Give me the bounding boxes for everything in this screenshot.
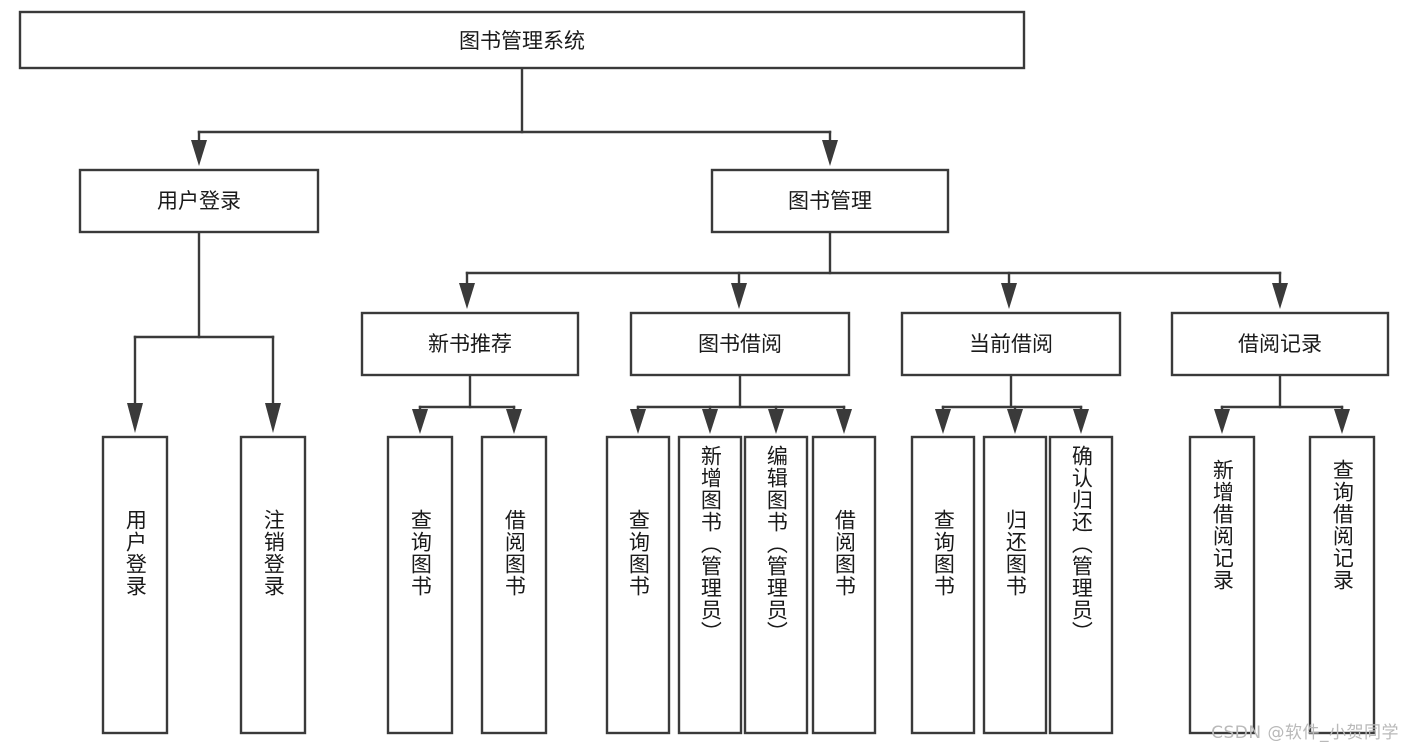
arrow-head-icon: [630, 409, 646, 434]
node-book-management-label: 图书管理: [788, 189, 872, 213]
arrow-head-icon: [731, 283, 747, 309]
leaf-box-confirm-return-admin[interactable]: [1048, 435, 1114, 735]
node-root[interactable]: 图书管理系统: [18, 10, 1026, 70]
leaf-box-query-book-borrow[interactable]: [605, 435, 671, 735]
node-book-management-box[interactable]: [710, 168, 950, 234]
node-book-borrow-box[interactable]: [629, 311, 851, 377]
edge-group-current-to-leaves: [935, 373, 1089, 434]
leaf-boxes-group: [101, 435, 1376, 735]
leaf-box-logout[interactable]: [239, 435, 307, 735]
node-new-book-recommend-box[interactable]: [360, 311, 580, 377]
node-book-management[interactable]: 图书管理: [710, 168, 950, 234]
node-user-login[interactable]: 用户登录: [78, 168, 320, 234]
leaf-box-query-borrow-record[interactable]: [1308, 435, 1376, 735]
leaf-box-user-login[interactable]: [101, 435, 169, 735]
arrow-head-icon: [1001, 283, 1017, 309]
node-new-book-recommend[interactable]: 新书推荐: [360, 311, 580, 377]
arrow-head-icon: [459, 283, 475, 309]
watermark-text: CSDN @软件_小贺同学: [1211, 723, 1399, 743]
leaf-box-query-book-newbook[interactable]: [386, 435, 454, 735]
arrow-head-icon: [412, 409, 428, 434]
node-root-box[interactable]: [18, 10, 1026, 70]
arrow-head-icon: [822, 140, 838, 166]
arrow-head-icon: [935, 409, 951, 434]
node-current-borrow-label: 当前借阅: [969, 332, 1053, 356]
node-user-login-box[interactable]: [78, 168, 320, 234]
node-new-book-recommend-label: 新书推荐: [428, 332, 512, 356]
arrow-head-icon: [1007, 409, 1023, 434]
node-borrow-record-box[interactable]: [1170, 311, 1390, 377]
arrow-head-icon: [1272, 283, 1288, 309]
edge-group-bookmgmt-to-level3: [459, 230, 1288, 309]
arrow-head-icon: [836, 409, 852, 434]
node-book-borrow[interactable]: 图书借阅: [629, 311, 851, 377]
edge-group-root-to-level2: [191, 66, 838, 166]
arrow-head-icon: [127, 403, 143, 433]
leaf-box-query-book-current[interactable]: [910, 435, 976, 735]
node-current-borrow[interactable]: 当前借阅: [900, 311, 1122, 377]
node-user-login-label: 用户登录: [157, 189, 241, 213]
edge-group-record-to-leaves: [1214, 373, 1350, 434]
node-book-borrow-label: 图书借阅: [698, 332, 782, 356]
arrow-head-icon: [506, 409, 522, 434]
arrow-head-icon: [1073, 409, 1089, 434]
leaf-box-add-book-admin[interactable]: [677, 435, 743, 735]
leaf-box-edit-book-admin[interactable]: [743, 435, 809, 735]
arrow-head-icon: [1214, 409, 1230, 434]
leaf-box-borrow-book[interactable]: [811, 435, 877, 735]
edge-group-borrow-to-leaves: [630, 373, 852, 434]
leaf-box-add-borrow-record[interactable]: [1188, 435, 1256, 735]
node-root-label: 图书管理系统: [459, 29, 585, 53]
arrow-head-icon: [265, 403, 281, 433]
arrow-head-icon: [768, 409, 784, 434]
node-borrow-record-label: 借阅记录: [1238, 332, 1322, 356]
arrow-head-icon: [702, 409, 718, 434]
node-borrow-record[interactable]: 借阅记录: [1170, 311, 1390, 377]
node-current-borrow-box[interactable]: [900, 311, 1122, 377]
arrow-head-icon: [191, 140, 207, 166]
edge-group-newbook-to-leaves: [412, 373, 522, 434]
leaf-box-borrow-book-newbook[interactable]: [480, 435, 548, 735]
leaf-box-return-book[interactable]: [982, 435, 1048, 735]
arrow-head-icon: [1334, 409, 1350, 434]
edge-group-userlogin-to-leaves: [127, 230, 281, 433]
